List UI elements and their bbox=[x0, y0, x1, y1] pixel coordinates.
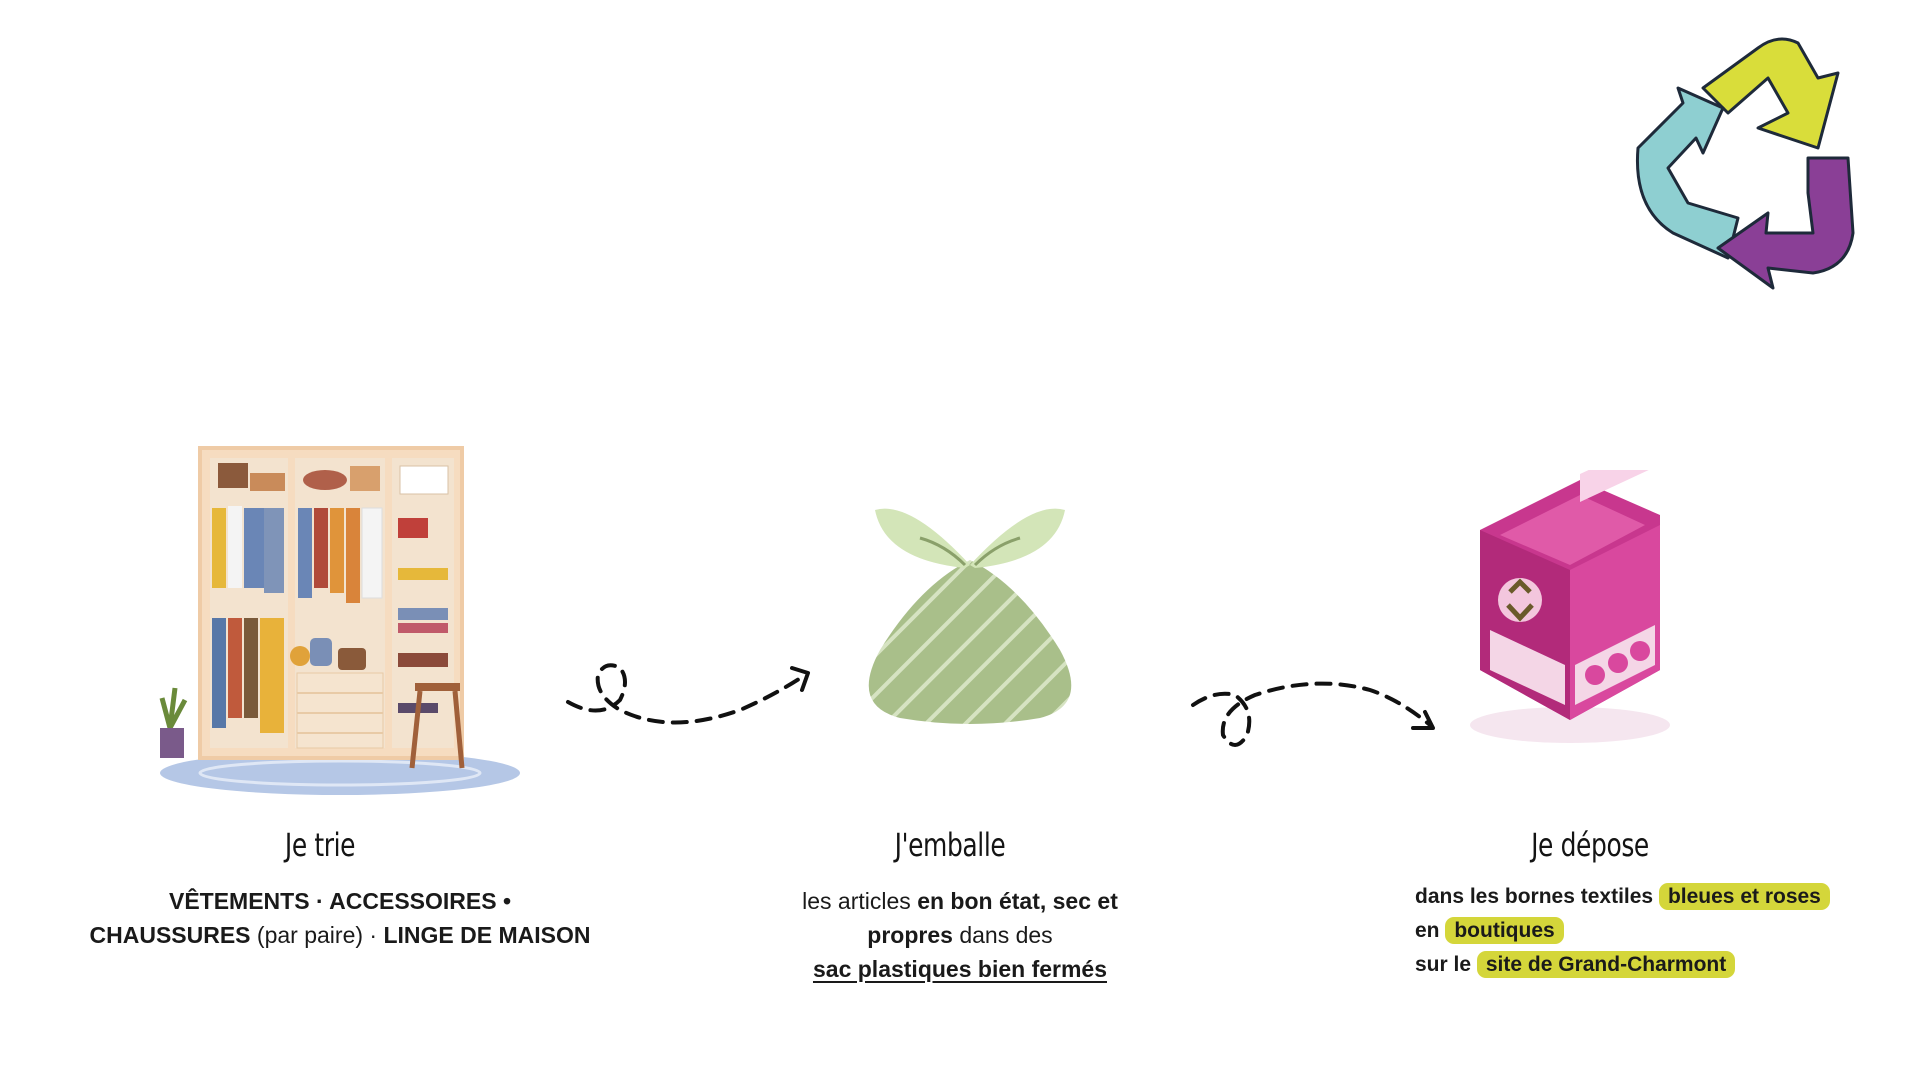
drop-line-site: sur le site de Grand-Charmont bbox=[1415, 948, 1895, 982]
shops-highlight: boutiques bbox=[1445, 917, 1564, 944]
step-title-drop: Je dépose bbox=[1531, 826, 1649, 864]
step-description-sort: VÊTEMENTS · ACCESSOIRES • CHAUSSURES (pa… bbox=[60, 884, 620, 952]
in-text: dans des bbox=[952, 922, 1053, 948]
step-description-pack: les articles en bon état, sec et propres… bbox=[770, 884, 1150, 986]
bags-text: sac plastiques bien fermés bbox=[812, 956, 1107, 982]
shops-text: en bbox=[1415, 919, 1440, 942]
site-text: sur le bbox=[1415, 953, 1472, 976]
site-highlight: site de Grand-Charmont bbox=[1476, 951, 1736, 978]
step-title-sort: Je trie bbox=[284, 826, 356, 864]
bins-text: dans les bornes textiles bbox=[1415, 885, 1654, 908]
condition-text: en bon état, sec et propres bbox=[867, 888, 1118, 948]
drop-line-shops: en boutiques bbox=[1415, 914, 1895, 948]
articles-text: les articles bbox=[802, 888, 918, 914]
step-title-pack: J'emballe bbox=[894, 826, 1006, 864]
bins-highlight: bleues et roses bbox=[1658, 883, 1830, 910]
dashed-arrow-icon bbox=[566, 663, 810, 725]
shoes-label: CHAUSSURES bbox=[89, 922, 251, 948]
textile-bin-icon bbox=[1470, 470, 1670, 743]
recycle-logo-icon bbox=[1635, 37, 1855, 290]
item-types-line-1: VÊTEMENTS · ACCESSOIRES • bbox=[168, 888, 512, 914]
dashed-arrow-icon bbox=[1191, 681, 1435, 747]
drop-line-bins: dans les bornes textiles bleues et roses bbox=[1415, 880, 1895, 914]
pair-note: (par paire) · bbox=[250, 922, 384, 948]
item-types-line-2: CHAUSSURES (par paire) · LINGE DE MAISON bbox=[60, 918, 620, 952]
step-description-drop: dans les bornes textiles bleues et roses… bbox=[1415, 880, 1895, 982]
household-linen-label: LINGE DE MAISON bbox=[383, 922, 591, 948]
bundle-bag-icon bbox=[868, 508, 1072, 724]
wardrobe-icon bbox=[159, 446, 520, 795]
